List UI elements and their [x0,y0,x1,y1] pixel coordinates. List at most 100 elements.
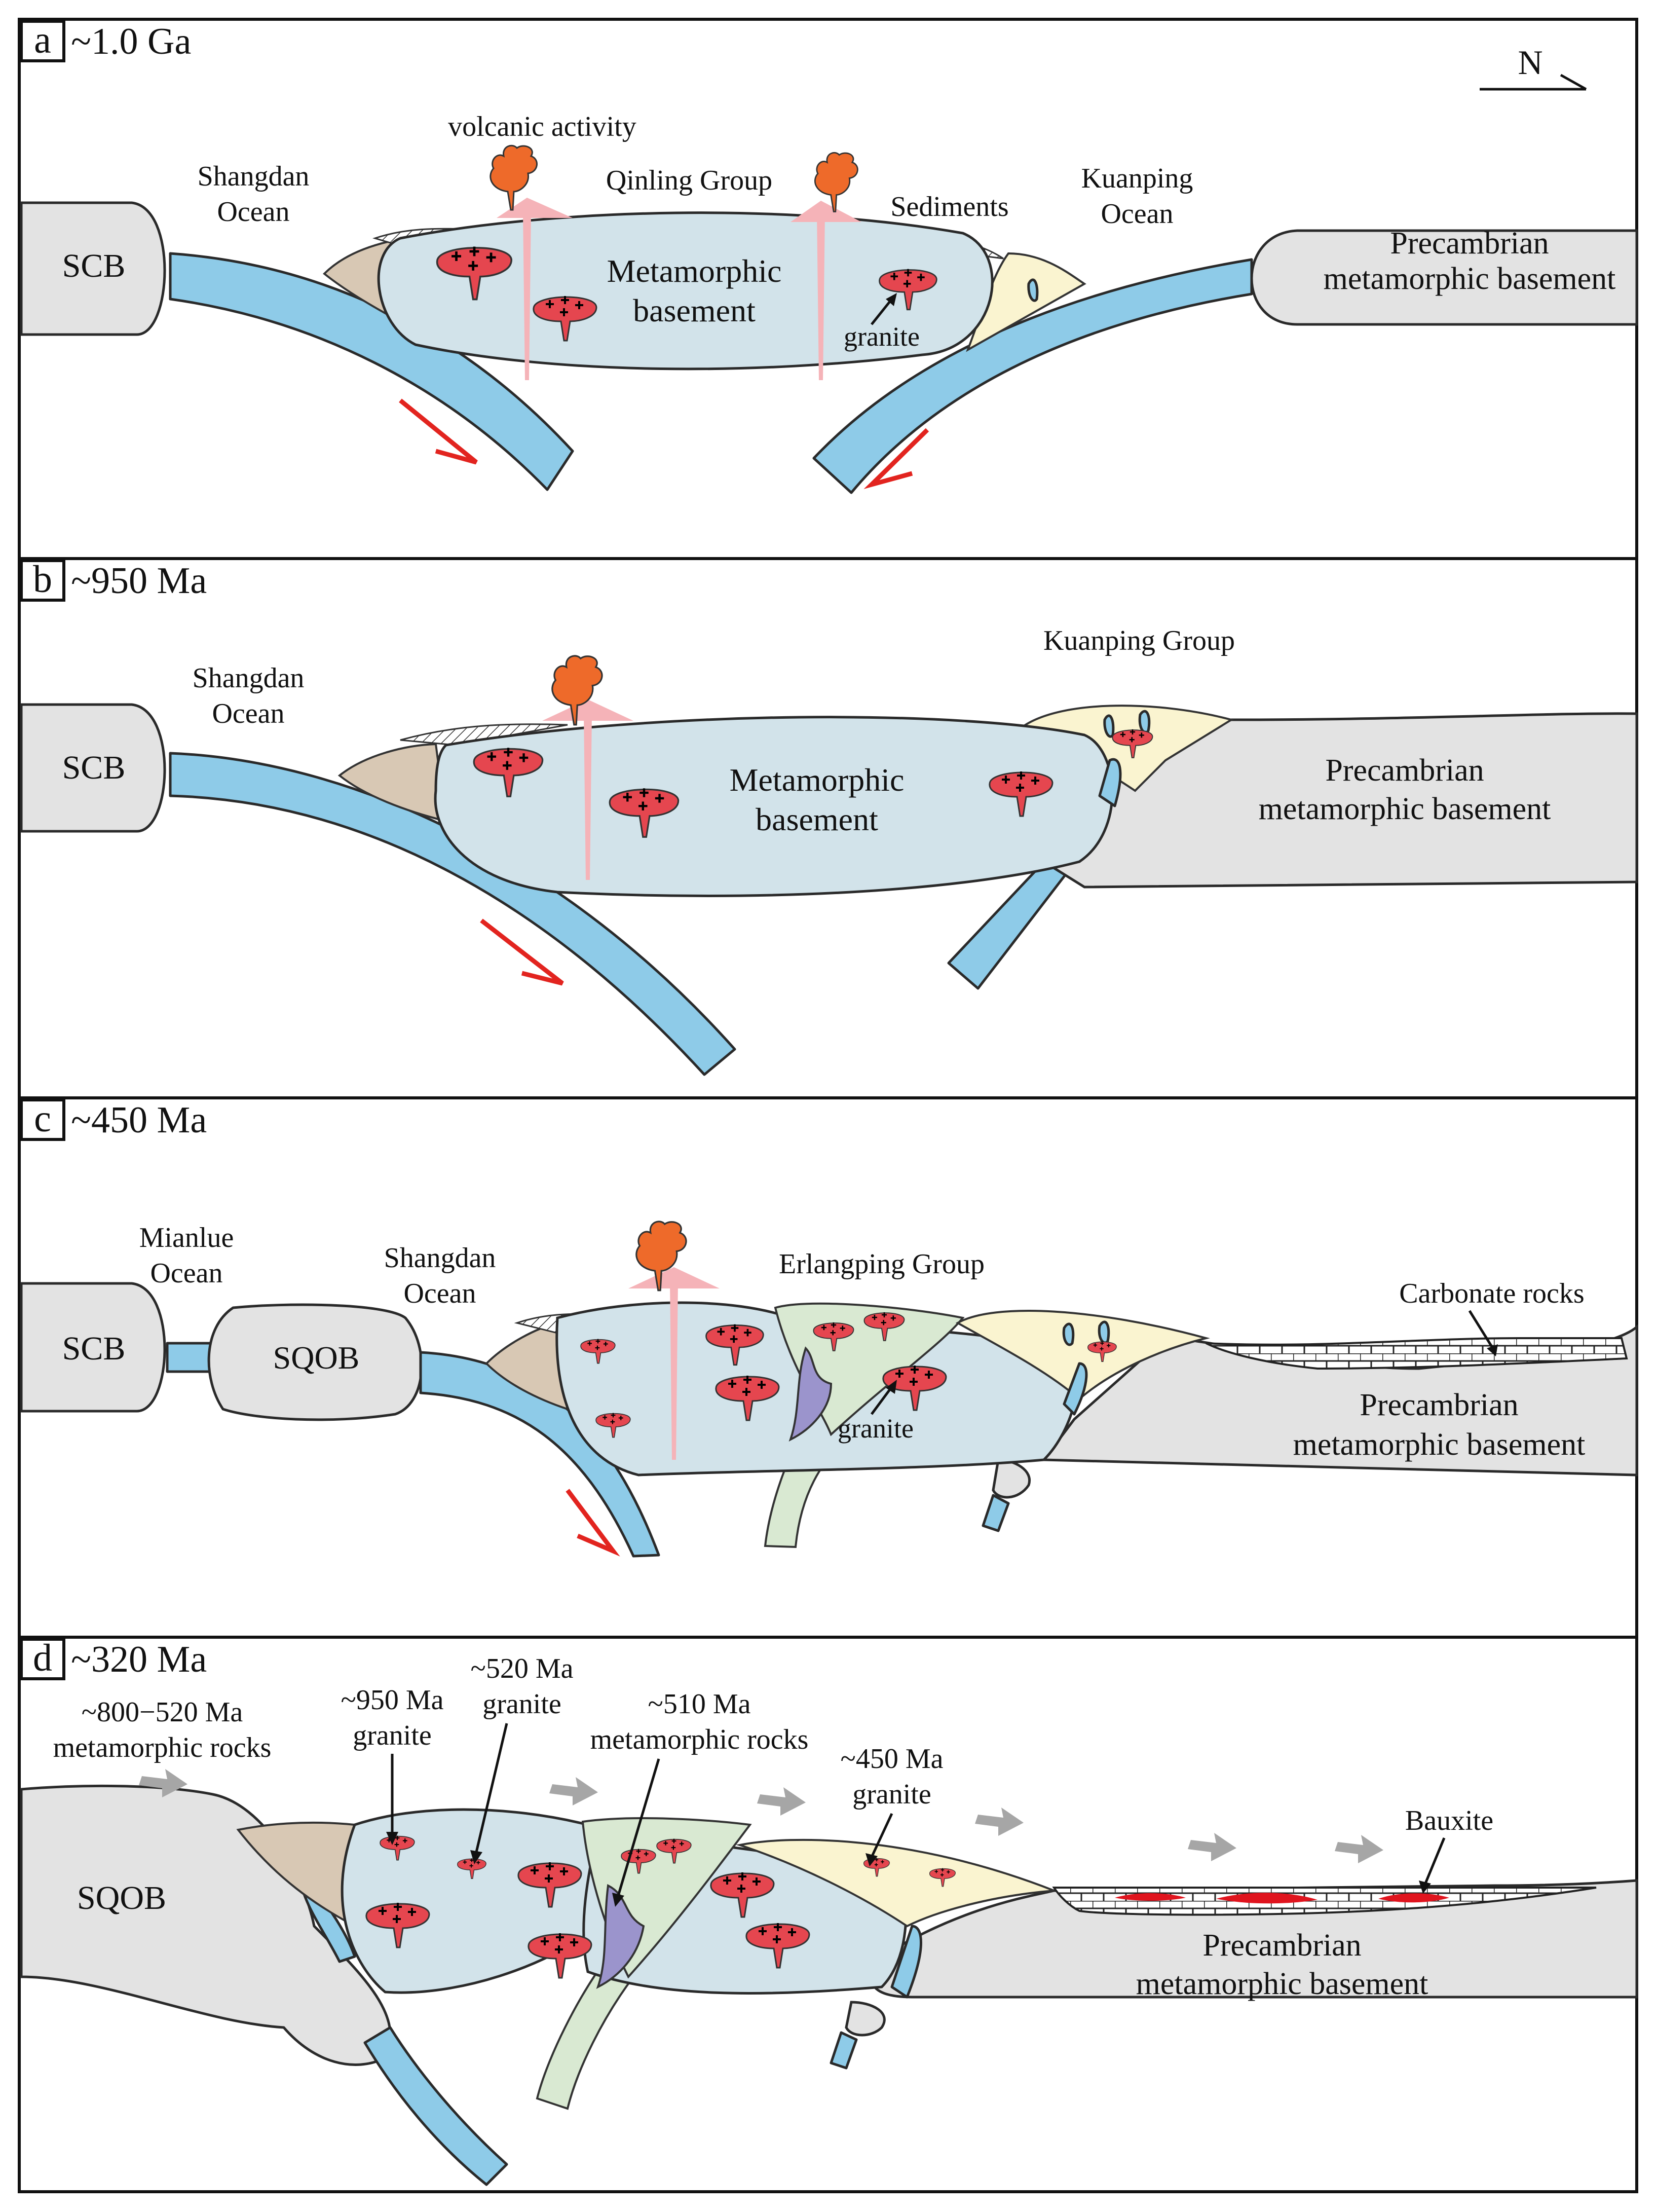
bauxite-lens [1216,1893,1318,1904]
cream-wedge [736,1838,1055,1928]
volcanic-cone-1 [497,198,573,218]
label-950-ma-1: ~950 Ma [341,1684,444,1716]
metamorphic-basement [377,211,994,371]
kuanping-label-1: Kuanping [1081,163,1193,194]
detached-fragment [992,1458,1031,1499]
label-950-ma-2: granite [353,1720,431,1751]
panel-c: c ~450 Ma SCB SQOB Precambrian metamorph… [18,1096,1638,1639]
label-800-520-ma-2: metamorphic rocks [53,1732,272,1763]
north-label: N [1518,43,1542,82]
motion-arrow-icon [757,1787,806,1816]
shangdan-label-1: Shangdan [193,662,305,694]
kuanping-wedge [955,1310,1210,1400]
sqob-label: SQOB [77,1879,166,1916]
sediments-label: Sediments [890,191,1008,223]
granite-label: granite [844,321,920,352]
pointer-arrowhead [1419,1881,1431,1894]
sqob-label: SQOB [273,1340,360,1376]
dyke-2 [817,213,825,380]
panel-letter: c [34,1097,51,1140]
pointer-arrowhead [470,1850,482,1864]
panel-letter-box [20,20,65,62]
granite-label: granite [838,1413,914,1444]
north-arrow-icon: N [1480,43,1587,91]
panel-letter: d [33,1637,52,1679]
shangdan-label-2: Ocean [212,698,284,729]
scb-label: SCB [62,749,126,786]
subduction-arrow [480,918,564,986]
subducting-slab-left [169,252,574,491]
pointer-arrowhead [886,293,897,306]
metamorphic-basement [341,1808,615,1994]
dyke-1 [523,213,531,380]
bauxite-lens [1115,1893,1186,1901]
motion-arrow-icon [1335,1835,1383,1863]
panel-letter-box [20,1098,65,1141]
pointer-arrow [475,1723,508,1853]
label-520-ma-2: granite [482,1688,561,1720]
label-450-ma-1: ~450 Ma [841,1743,944,1775]
label-510-ma-2: metamorphic rocks [590,1724,809,1755]
metamorphic-basement [434,716,1114,897]
volcanic-cone [542,699,633,721]
subduction-arrow [566,1489,620,1557]
subducting-slab-right [812,258,1253,494]
detached-slab [830,2031,858,2070]
motion-arrow-icon [975,1808,1024,1836]
kuanping-group-label: Kuanping Group [1043,625,1235,656]
panel-b: b ~950 Ma SCB Precambrian metamorphic ba… [18,557,1638,1099]
green-slab [536,1955,635,2110]
lens [1063,1362,1088,1416]
detached-fragment [845,2001,886,2037]
volcanic-activity-label: volcanic activity [448,111,636,142]
scb-block [20,201,166,336]
scb-block [20,703,166,833]
qinling-group-label: Qinling Group [606,165,772,196]
erlangping-group-label: Erlangping Group [779,1248,985,1280]
motion-arrow-icon [549,1777,598,1805]
bauxite-label: Bauxite [1405,1805,1493,1836]
pointer-arrow [870,1813,893,1858]
precambrian-label-1: Precambrian [1360,1388,1518,1422]
volcanic-cone-2 [791,201,861,222]
panel-title: ~450 Ma [71,1099,207,1141]
subducted-slab [363,2026,508,2186]
panel-title: ~950 Ma [71,560,207,602]
precambrian-label-2: metamorphic basement [1293,1427,1586,1462]
intrusion-purple [788,1346,833,1442]
precambrian-label-2: metamorphic basement [1136,1967,1428,2001]
precambrian-label-2: metamorphic basement [1324,262,1616,296]
basement-label-1: Metamorphic [607,253,782,289]
precambrian-label-1: Precambrian [1325,753,1484,788]
lens [1103,714,1115,738]
subducting-slab-left [169,752,736,1076]
bauxite-lens [1378,1893,1449,1903]
precambrian-block [1250,229,1638,326]
panel-d: d ~320 Ma SQOB Precambrian metamorphic b… [18,1636,1638,2193]
pointer-arrow [1423,1837,1446,1885]
dyke [584,715,592,880]
lens-right [1027,278,1039,302]
pointer-arrow [617,1758,660,1896]
pointer-arrowhead [1487,1344,1498,1356]
shangdan-label-1: Shangdan [198,161,310,192]
pointer-arrowhead [612,1893,624,1907]
basement-label-2: basement [633,292,756,328]
lens [1062,1322,1075,1346]
mianlue-label-2: Ocean [150,1258,222,1289]
precambrian-label-1: Precambrian [1390,226,1549,261]
subduction-arrow-right [863,428,929,489]
label-450-ma-2: granite [852,1779,931,1810]
granite-pluton-icon [529,1933,591,1978]
scb-label: SCB [62,1330,126,1367]
motion-arrow-icon [1188,1833,1236,1861]
panel-title: ~1.0 Ga [71,21,191,62]
carbonate-rocks [1052,1887,1597,1916]
basement-label-2: basement [756,801,878,837]
sqob-block [20,1784,392,2066]
pointer-arrowhead [865,1853,878,1866]
kuanping-label-2: Ocean [1101,198,1173,230]
carbonate-rocks [1206,1337,1628,1370]
lens [1098,1320,1110,1344]
